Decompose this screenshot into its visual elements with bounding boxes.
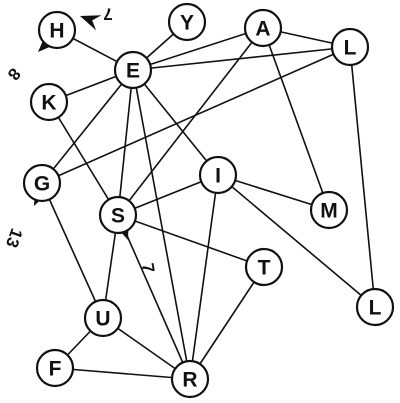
edge-A-E bbox=[132, 27, 264, 71]
node-S: S bbox=[98, 195, 138, 235]
node-label: G bbox=[34, 173, 50, 196]
node-Y: Y bbox=[167, 2, 207, 42]
node-label: R bbox=[182, 369, 197, 392]
edge-I-M bbox=[217, 174, 330, 211]
edge-S-T bbox=[117, 214, 265, 268]
edge-I-R bbox=[189, 174, 219, 380]
edge-E-R bbox=[132, 69, 191, 380]
node-L1: L bbox=[330, 27, 370, 67]
weight-label: 7 bbox=[138, 262, 158, 275]
edge-E-S bbox=[117, 69, 134, 216]
node-G: G bbox=[22, 163, 62, 203]
edge-K-S bbox=[48, 101, 119, 216]
node-label: U bbox=[95, 308, 110, 331]
node-E: E bbox=[113, 50, 153, 90]
node-label: L bbox=[344, 37, 357, 60]
edge-F-R bbox=[54, 367, 191, 380]
edge-E-G bbox=[41, 69, 134, 184]
weight-marker-w7-top: 7 bbox=[80, 5, 113, 31]
node-label: K bbox=[41, 92, 56, 115]
edge-A-M bbox=[262, 27, 330, 211]
node-T: T bbox=[244, 247, 284, 287]
node-R: R bbox=[170, 359, 210, 399]
node-label: H bbox=[49, 20, 64, 43]
node-layer: H Y A L E K G I M S T L U F R bbox=[22, 2, 395, 399]
node-label: T bbox=[258, 257, 271, 280]
node-I: I bbox=[198, 155, 238, 195]
weight-label: 13 bbox=[2, 226, 26, 250]
arrow-head-icon bbox=[80, 15, 102, 31]
node-label: M bbox=[320, 200, 338, 223]
weight-marker-layer: 7 8 13 7 bbox=[2, 5, 158, 275]
node-label: A bbox=[255, 18, 270, 41]
weight-label: 7 bbox=[103, 5, 112, 24]
node-A: A bbox=[243, 8, 283, 48]
edge-E-I bbox=[132, 69, 219, 176]
node-label: E bbox=[126, 60, 140, 83]
edge-S-R bbox=[117, 214, 191, 380]
node-K: K bbox=[29, 82, 69, 122]
node-label: S bbox=[111, 205, 125, 228]
node-label: I bbox=[215, 165, 221, 188]
edge-I-L2 bbox=[217, 174, 376, 308]
edge-T-R bbox=[189, 266, 265, 380]
edge-G-U bbox=[41, 182, 104, 319]
arrow-head-icon bbox=[38, 32, 58, 52]
node-label: Y bbox=[180, 12, 194, 35]
node-U: U bbox=[83, 298, 123, 338]
node-H: H bbox=[37, 10, 77, 50]
edge-G-L1 bbox=[41, 46, 351, 184]
weight-label: 8 bbox=[4, 64, 25, 83]
node-label: F bbox=[49, 358, 62, 381]
edge-A-S bbox=[117, 27, 264, 216]
node-M: M bbox=[309, 190, 349, 230]
node-label: L bbox=[369, 297, 382, 320]
node-F: F bbox=[35, 348, 75, 388]
node-L2: L bbox=[355, 287, 395, 327]
edge-layer bbox=[41, 21, 376, 380]
edge-L1-L2 bbox=[349, 46, 376, 308]
edge-E-L1 bbox=[132, 46, 351, 71]
